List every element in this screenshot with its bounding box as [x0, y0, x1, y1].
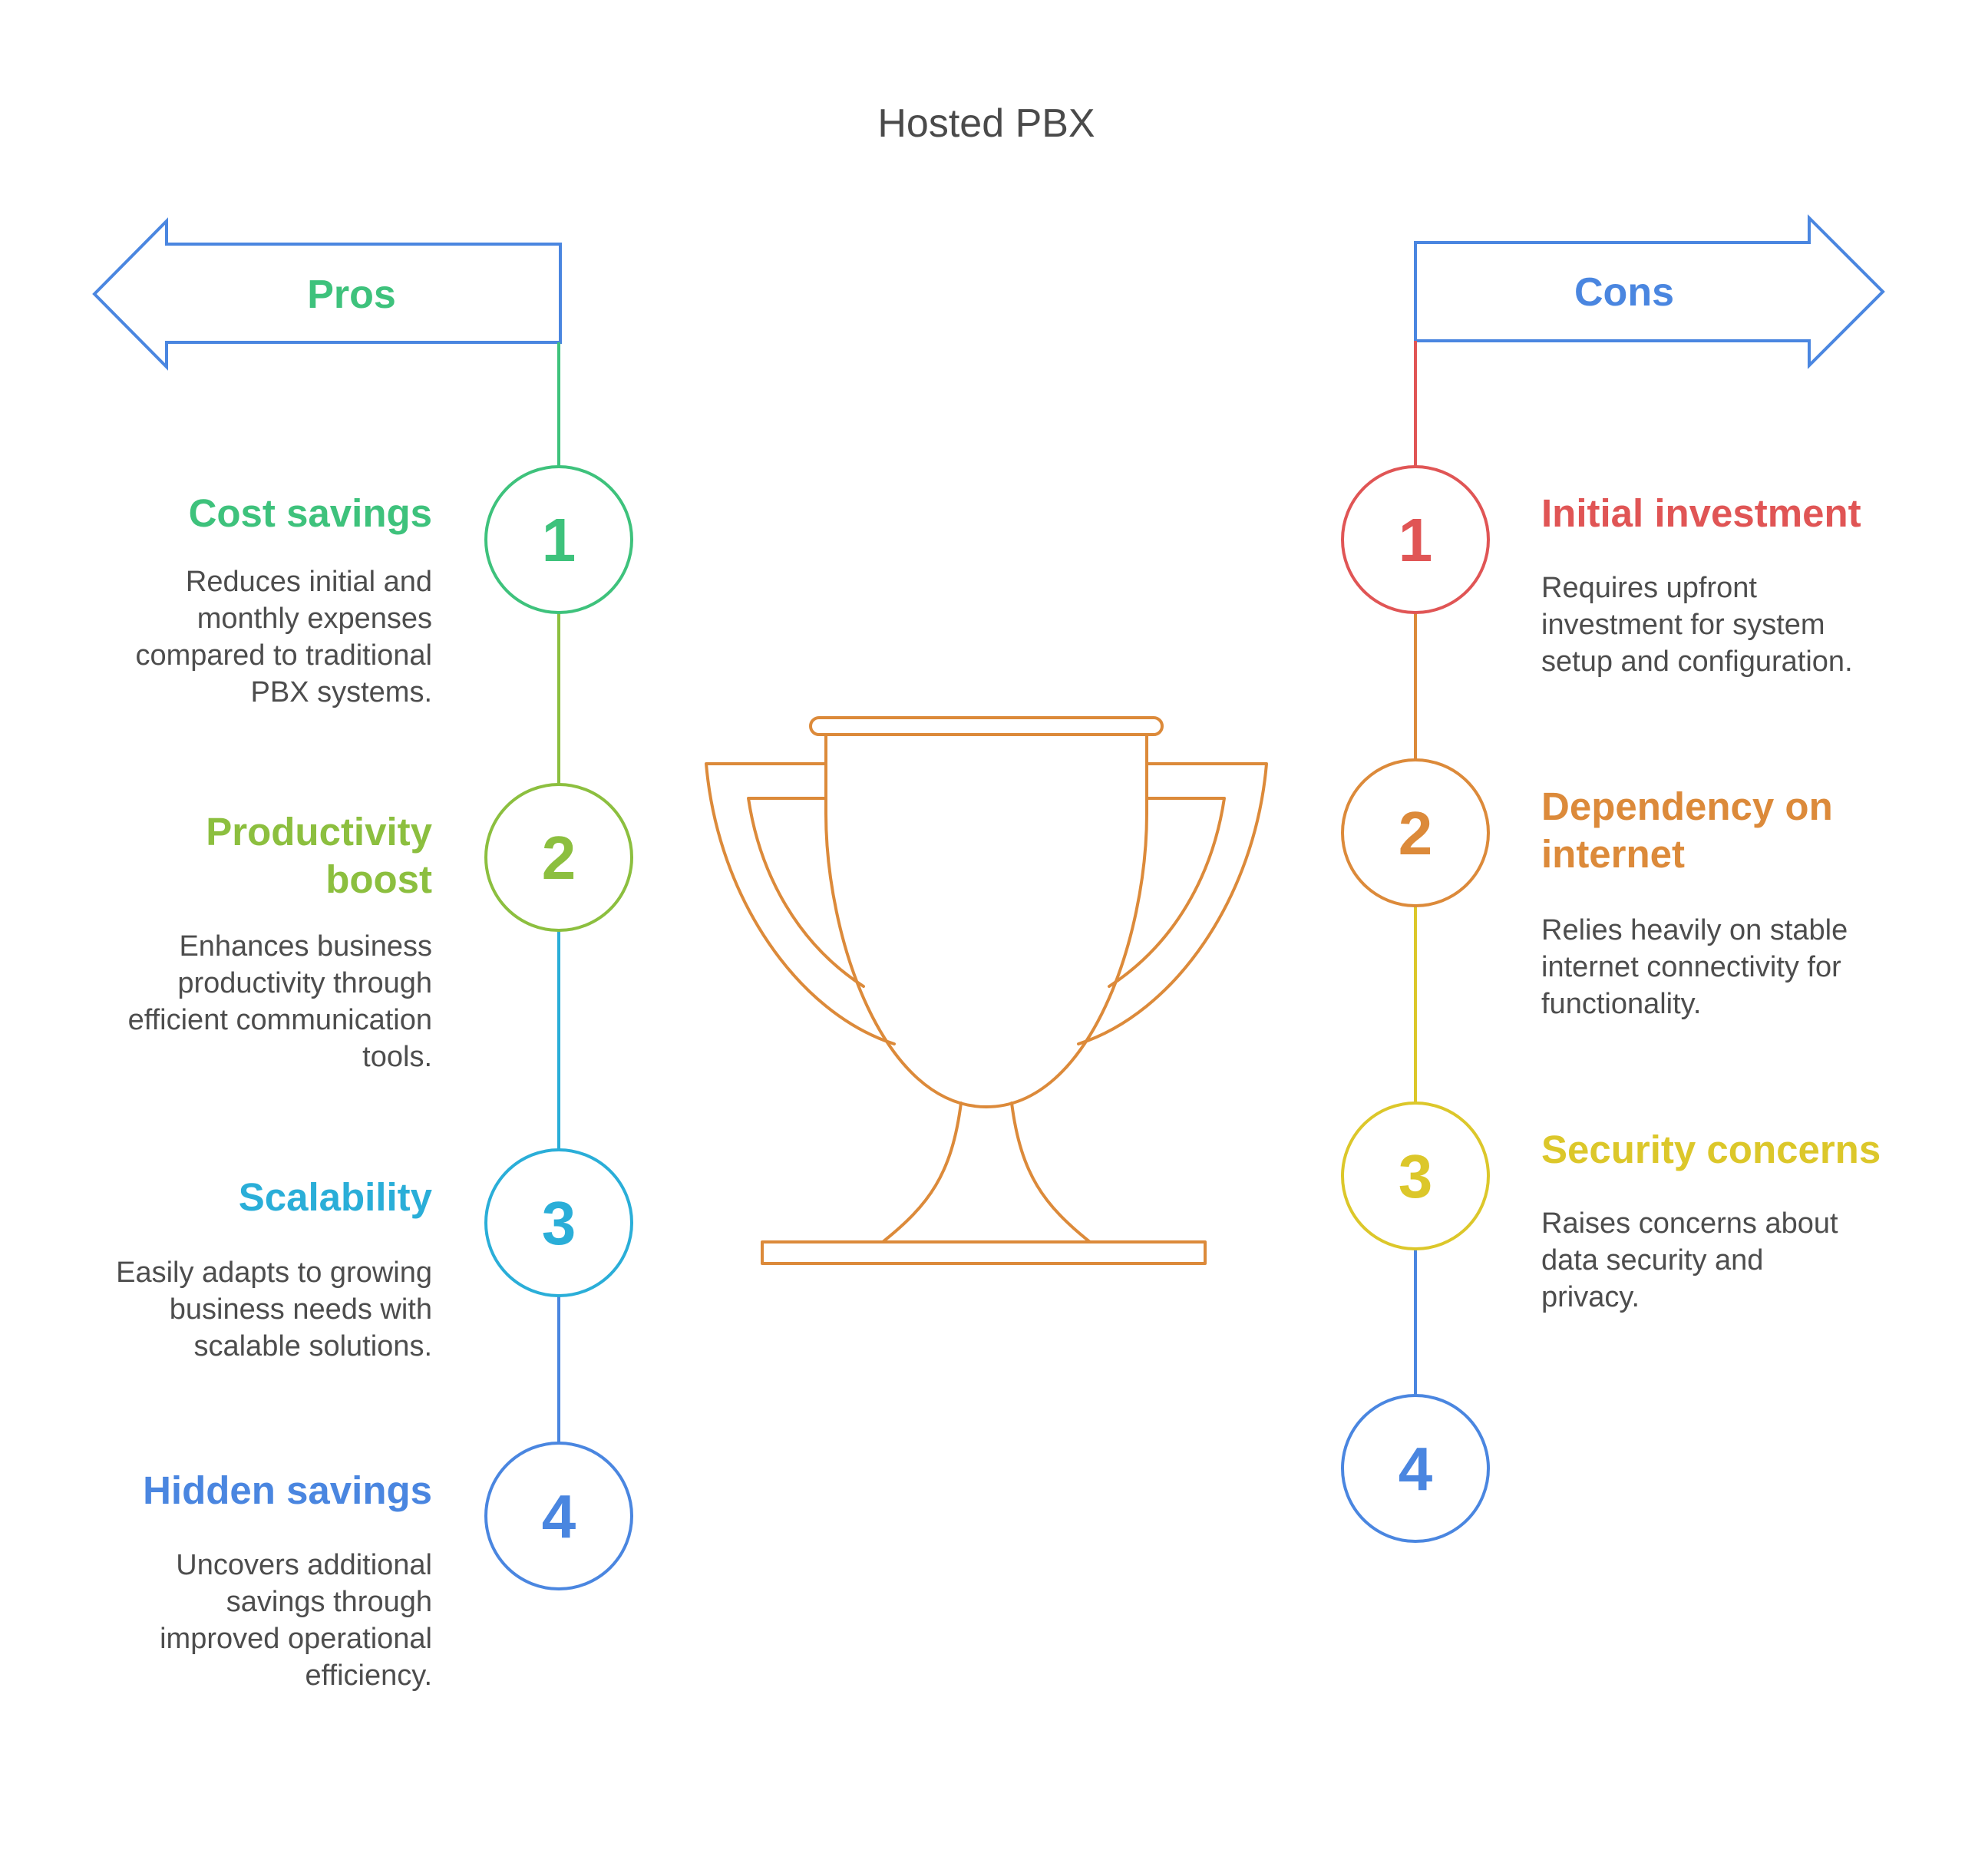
pros-item-description: efficiency. [305, 1660, 432, 1692]
pros-step-number: 3 [542, 1189, 576, 1257]
cons-item-description: investment for system [1541, 609, 1825, 641]
pros-item-description: Easily adapts to growing [116, 1257, 432, 1289]
pros-step-circle [484, 1442, 633, 1590]
cons-item-description: privacy. [1541, 1281, 1640, 1313]
pros-step-circle [484, 465, 633, 614]
pros-item-description: improved operational [160, 1623, 432, 1655]
pros-item-title: boost [325, 857, 432, 901]
pros-label: Pros [307, 272, 396, 317]
pros-item-description: productivity through [177, 967, 432, 999]
pros-item-description: tools. [362, 1041, 432, 1073]
pros-item-title: Hidden savings [143, 1468, 432, 1512]
cons-step-number: 3 [1399, 1142, 1433, 1210]
cons-arrow-right [1414, 214, 1885, 369]
pros-item-description: compared to traditional [135, 639, 432, 672]
cons-step-circle [1341, 758, 1490, 907]
pros-item-description: PBX systems. [251, 676, 433, 708]
cons-item-description: Requires upfront [1541, 572, 1757, 604]
pros-item-title: Productivity [206, 810, 432, 854]
cons-item-description: Relies heavily on stable [1541, 914, 1848, 946]
cons-item-description: setup and configuration. [1541, 646, 1853, 678]
pros-item-description: scalable solutions. [193, 1330, 432, 1362]
cons-item-title: Dependency on [1541, 784, 1833, 828]
cons-label: Cons [1574, 270, 1674, 315]
cons-item-title: Initial investment [1541, 491, 1861, 535]
pros-item-description: business needs with [170, 1293, 432, 1326]
cons-item-4: 4 [1341, 1394, 1490, 1543]
pros-item-description: Uncovers additional [176, 1549, 432, 1581]
cons-step-circle [1341, 465, 1490, 614]
cons-item-title: internet [1541, 832, 1685, 876]
pros-item-description: Enhances business [179, 930, 432, 963]
cons-step-number: 1 [1399, 506, 1433, 574]
pros-step-number: 2 [542, 824, 576, 892]
cons-item-description: internet connectivity for [1541, 951, 1841, 983]
cons-step-number: 4 [1399, 1435, 1433, 1503]
pros-step-circle [484, 783, 633, 932]
cons-step-number: 2 [1399, 799, 1433, 867]
trophy-icon [705, 716, 1268, 1265]
pros-item-description: monthly expenses [197, 603, 432, 635]
cons-item-description: Raises concerns about [1541, 1207, 1838, 1240]
pros-item-title: Cost savings [189, 491, 432, 535]
cons-item-description: functionality. [1541, 988, 1701, 1020]
pros-item-title: Scalability [239, 1175, 433, 1219]
cons-step-circle [1341, 1394, 1490, 1543]
pros-arrow-left [92, 217, 562, 371]
cons-step-circle [1341, 1101, 1490, 1250]
pros-item-description: efficient communication [128, 1004, 432, 1036]
pros-step-number: 1 [542, 506, 576, 574]
diagram-title: Hosted PBX [877, 101, 1095, 146]
pros-step-number: 4 [542, 1482, 576, 1551]
pros-step-circle [484, 1148, 633, 1297]
cons-item-title: Security concerns [1541, 1128, 1881, 1171]
cons-item-description: data security and [1541, 1244, 1763, 1277]
pros-item-description: savings through [226, 1586, 432, 1618]
pros-item-description: Reduces initial and [186, 566, 432, 598]
